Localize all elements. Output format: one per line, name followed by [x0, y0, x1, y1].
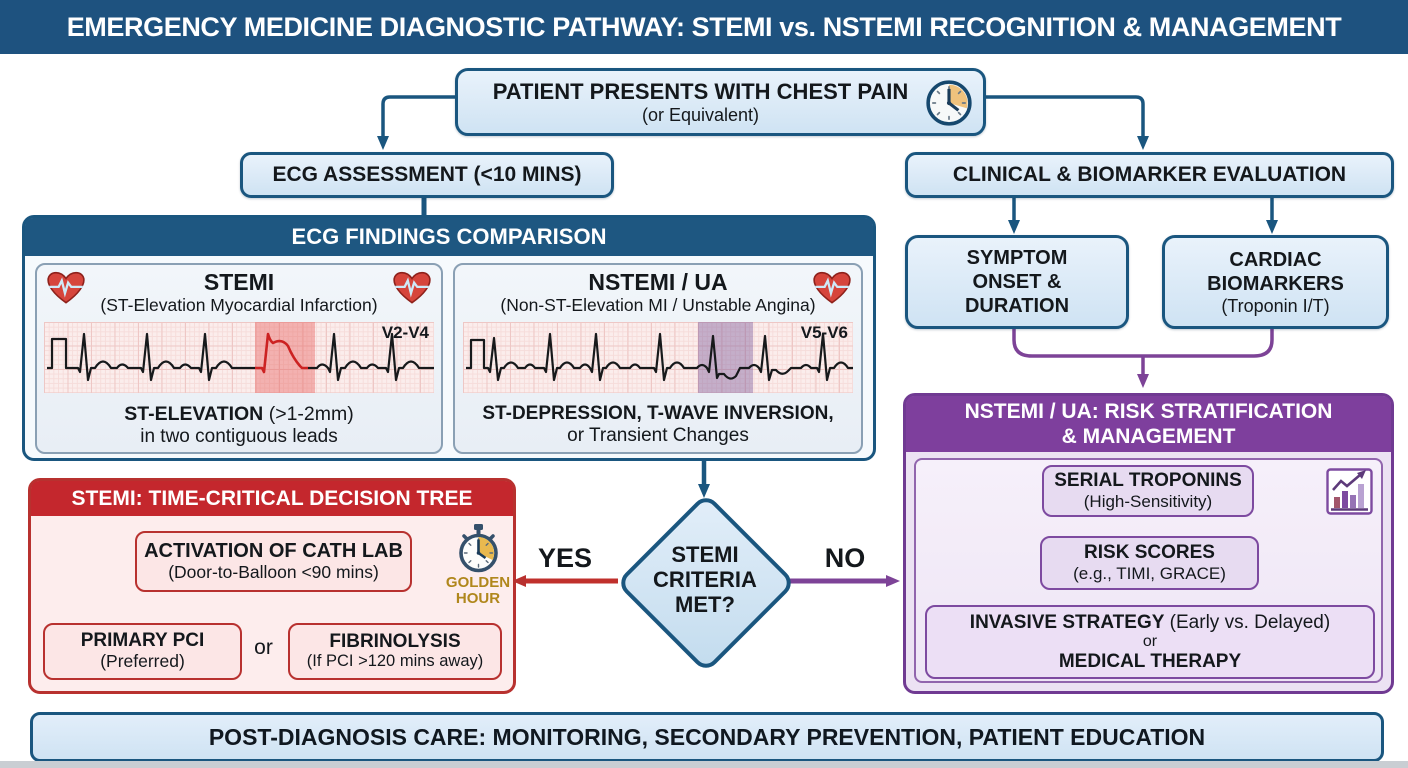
yes-label: YES: [537, 543, 593, 573]
ecg-assessment-box: ECG ASSESSMENT (<10 MINS): [240, 152, 614, 198]
stemi-ecg-strip: V2-V4: [44, 322, 434, 393]
stemi-finding-line2: in two contiguous leads: [140, 426, 338, 447]
patient-box-subtitle: (or Equivalent): [641, 104, 760, 125]
strategy-or: or: [1142, 633, 1158, 650]
primary-pci-sub: (Preferred): [100, 651, 185, 672]
post-diagnosis-footer: POST-DIAGNOSIS CARE: MONITORING, SECONDA…: [30, 712, 1384, 762]
stemi-panel: STEMI (ST-Elevation Myocardial Infarctio…: [35, 263, 443, 454]
stemi-decision-tree: STEMI: TIME-CRITICAL DECISION TREE ACTIV…: [28, 478, 516, 694]
patient-presents-box: PATIENT PRESENTS WITH CHEST PAIN (or Equ…: [455, 68, 986, 136]
primary-pci-box: PRIMARY PCI (Preferred): [43, 623, 242, 680]
golden-hour-label: GOLDEN HOUR: [445, 574, 511, 608]
primary-pci-title: PRIMARY PCI: [80, 629, 205, 651]
nstemi-finding-line2: or Transient Changes: [567, 425, 749, 446]
nstemi-subtitle: (Non-ST-Elevation MI / Unstable Angina): [500, 295, 816, 316]
page-title: EMERGENCY MEDICINE DIAGNOSTIC PATHWAY: S…: [66, 11, 1342, 42]
serial-troponins-box: SERIAL TROPONINS (High-Sensitivity): [1042, 465, 1254, 517]
nstemi-finding: ST-DEPRESSION, T-WAVE INVERSION,: [482, 403, 834, 424]
stemi-title: STEMI: [203, 269, 275, 295]
fibrinolysis-box: FIBRINOLYSIS (If PCI >120 mins away): [288, 623, 502, 680]
symptom-onset-label: SYMPTOM ONSET & DURATION: [964, 247, 1070, 317]
nstemi-risk-header: NSTEMI / UA: RISK STRATIFICATION & MANAG…: [906, 396, 1391, 452]
or-label: or: [254, 636, 273, 659]
risk-scores-title: RISK SCORES: [1084, 542, 1215, 564]
cath-lab-title: ACTIVATION OF CATH LAB: [144, 540, 403, 562]
cardiac-biomarkers-box: CARDIAC BIOMARKERS (Troponin I/T): [1162, 235, 1389, 329]
fibrinolysis-title: FIBRINOLYSIS: [329, 630, 461, 652]
nstemi-title: NSTEMI / UA: [588, 269, 728, 295]
invasive-strategy-box: INVASIVE STRATEGY (Early vs. Delayed) or…: [925, 605, 1375, 679]
strategy-line1: INVASIVE STRATEGY (Early vs. Delayed): [969, 611, 1331, 633]
heart-ecg-icon: [47, 271, 85, 304]
connector-patient-to-clinical: [980, 95, 1149, 150]
serial-troponins-sub: (High-Sensitivity): [1083, 491, 1213, 511]
ecg-assessment-label: ECG ASSESSMENT (<10 MINS): [272, 163, 582, 186]
stemi-subtitle: (ST-Elevation Myocardial Infarction): [100, 295, 378, 316]
risk-scores-sub: (e.g., TIMI, GRACE): [1073, 563, 1226, 583]
cardiac-biomarkers-label: CARDIAC BIOMARKERS: [1207, 248, 1344, 295]
ecg-findings-comparison: ECG FINDINGS COMPARISON STEMI (ST-Elevat…: [22, 215, 876, 461]
cardiac-biomarkers-sub: (Troponin I/T): [1221, 295, 1330, 316]
footer-label: POST-DIAGNOSIS CARE: MONITORING, SECONDA…: [208, 723, 1206, 750]
clinical-evaluation-box: CLINICAL & BIOMARKER EVALUATION: [905, 152, 1394, 198]
strategy-line3: MEDICAL THERAPY: [1058, 651, 1242, 672]
fibrinolysis-sub: (If PCI >120 mins away): [306, 652, 484, 671]
nstemi-panel: NSTEMI / UA (Non-ST-Elevation MI / Unsta…: [453, 263, 863, 454]
bottom-edge: [0, 761, 1408, 768]
trend-chart-icon: [1326, 468, 1373, 515]
stemi-lead-label: V2-V4: [381, 323, 429, 342]
stemi-finding: ST-ELEVATION (>1-2mm): [124, 403, 354, 425]
nstemi-lead-label: V5-V6: [800, 323, 848, 342]
stemi-tree-header: STEMI: TIME-CRITICAL DECISION TREE: [31, 481, 513, 516]
cath-lab-sub: (Door-to-Balloon <90 mins): [168, 562, 379, 582]
nstemi-ecg-strip: V5-V6: [463, 322, 853, 393]
ecg-comparison-header: ECG FINDINGS COMPARISON: [25, 218, 873, 256]
clinical-evaluation-label: CLINICAL & BIOMARKER EVALUATION: [952, 163, 1347, 186]
title-bar: EMERGENCY MEDICINE DIAGNOSTIC PATHWAY: S…: [0, 0, 1408, 54]
heart-ecg-icon: [393, 271, 431, 304]
no-label: NO: [824, 543, 866, 573]
stopwatch-icon: [459, 524, 498, 573]
connector-patient-to-ecg: [377, 95, 455, 150]
patient-box-title: PATIENT PRESENTS WITH CHEST PAIN: [492, 78, 909, 104]
cath-lab-box: ACTIVATION OF CATH LAB (Door-to-Balloon …: [135, 531, 412, 592]
heart-ecg-icon: [813, 271, 851, 304]
clock-icon: [926, 80, 972, 126]
symptom-onset-box: SYMPTOM ONSET & DURATION: [905, 235, 1129, 329]
serial-troponins-title: SERIAL TROPONINS: [1054, 470, 1242, 492]
st-depression-highlight: [698, 322, 753, 393]
risk-scores-box: RISK SCORES (e.g., TIMI, GRACE): [1040, 536, 1259, 590]
nstemi-risk-box: NSTEMI / UA: RISK STRATIFICATION & MANAG…: [903, 393, 1394, 694]
decision-question: STEMI CRITERIA MET?: [653, 542, 757, 617]
